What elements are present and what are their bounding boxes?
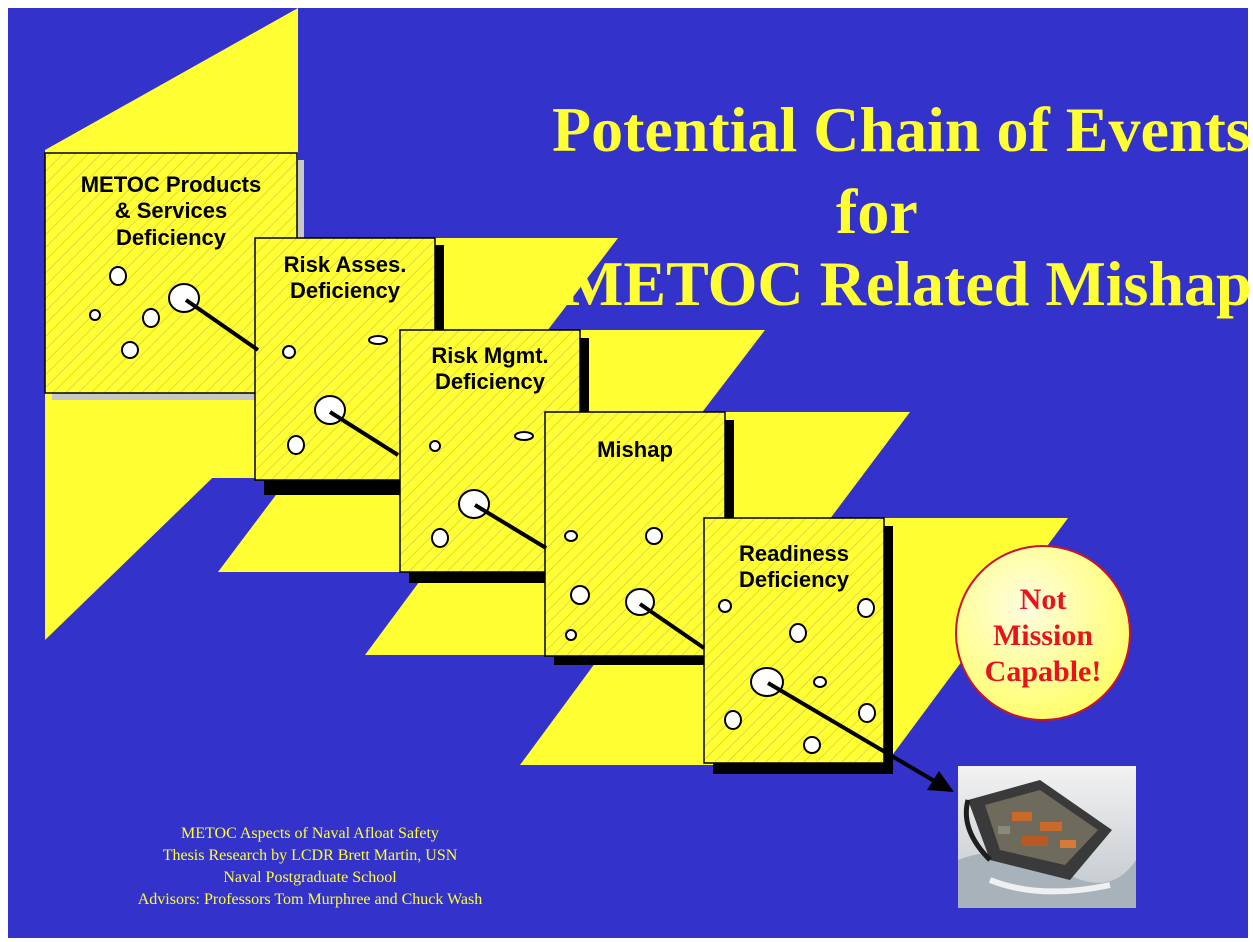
card-readiness bbox=[703, 517, 893, 774]
title-line-1: Potential Chain of Events bbox=[552, 94, 1251, 165]
badge-label: Not Mission Capable! bbox=[984, 583, 1102, 688]
card-label-metoc-products: METOC Products & Services Deficiency bbox=[80, 172, 262, 250]
not-mission-capable-badge bbox=[955, 545, 1131, 721]
credit-line-2: Thesis Research by LCDR Brett Martin, US… bbox=[162, 847, 458, 864]
arrowhead-icon bbox=[927, 771, 954, 792]
card-label-mishap: Mishap bbox=[597, 437, 673, 462]
credit-line-1: METOC Aspects of Naval Afloat Safety bbox=[181, 825, 439, 842]
chain-link-line bbox=[184, 298, 938, 784]
title-line-3: METOC Related Mishaps bbox=[563, 248, 1253, 319]
hovercraft-photo-icon bbox=[958, 766, 1136, 908]
card-label-risk-management: Risk Mgmt. Deficiency bbox=[431, 343, 549, 395]
card-label-readiness: Readiness Deficiency bbox=[738, 541, 850, 593]
card-mishap bbox=[544, 411, 734, 665]
credit-line-3: Naval Postgraduate School bbox=[223, 869, 397, 886]
title-line-2: for bbox=[836, 176, 918, 247]
credit-line-4: Advisors: Professors Tom Murphree and Ch… bbox=[137, 891, 483, 908]
card-label-risk-assessment: Risk Asses. Deficiency bbox=[283, 252, 407, 304]
